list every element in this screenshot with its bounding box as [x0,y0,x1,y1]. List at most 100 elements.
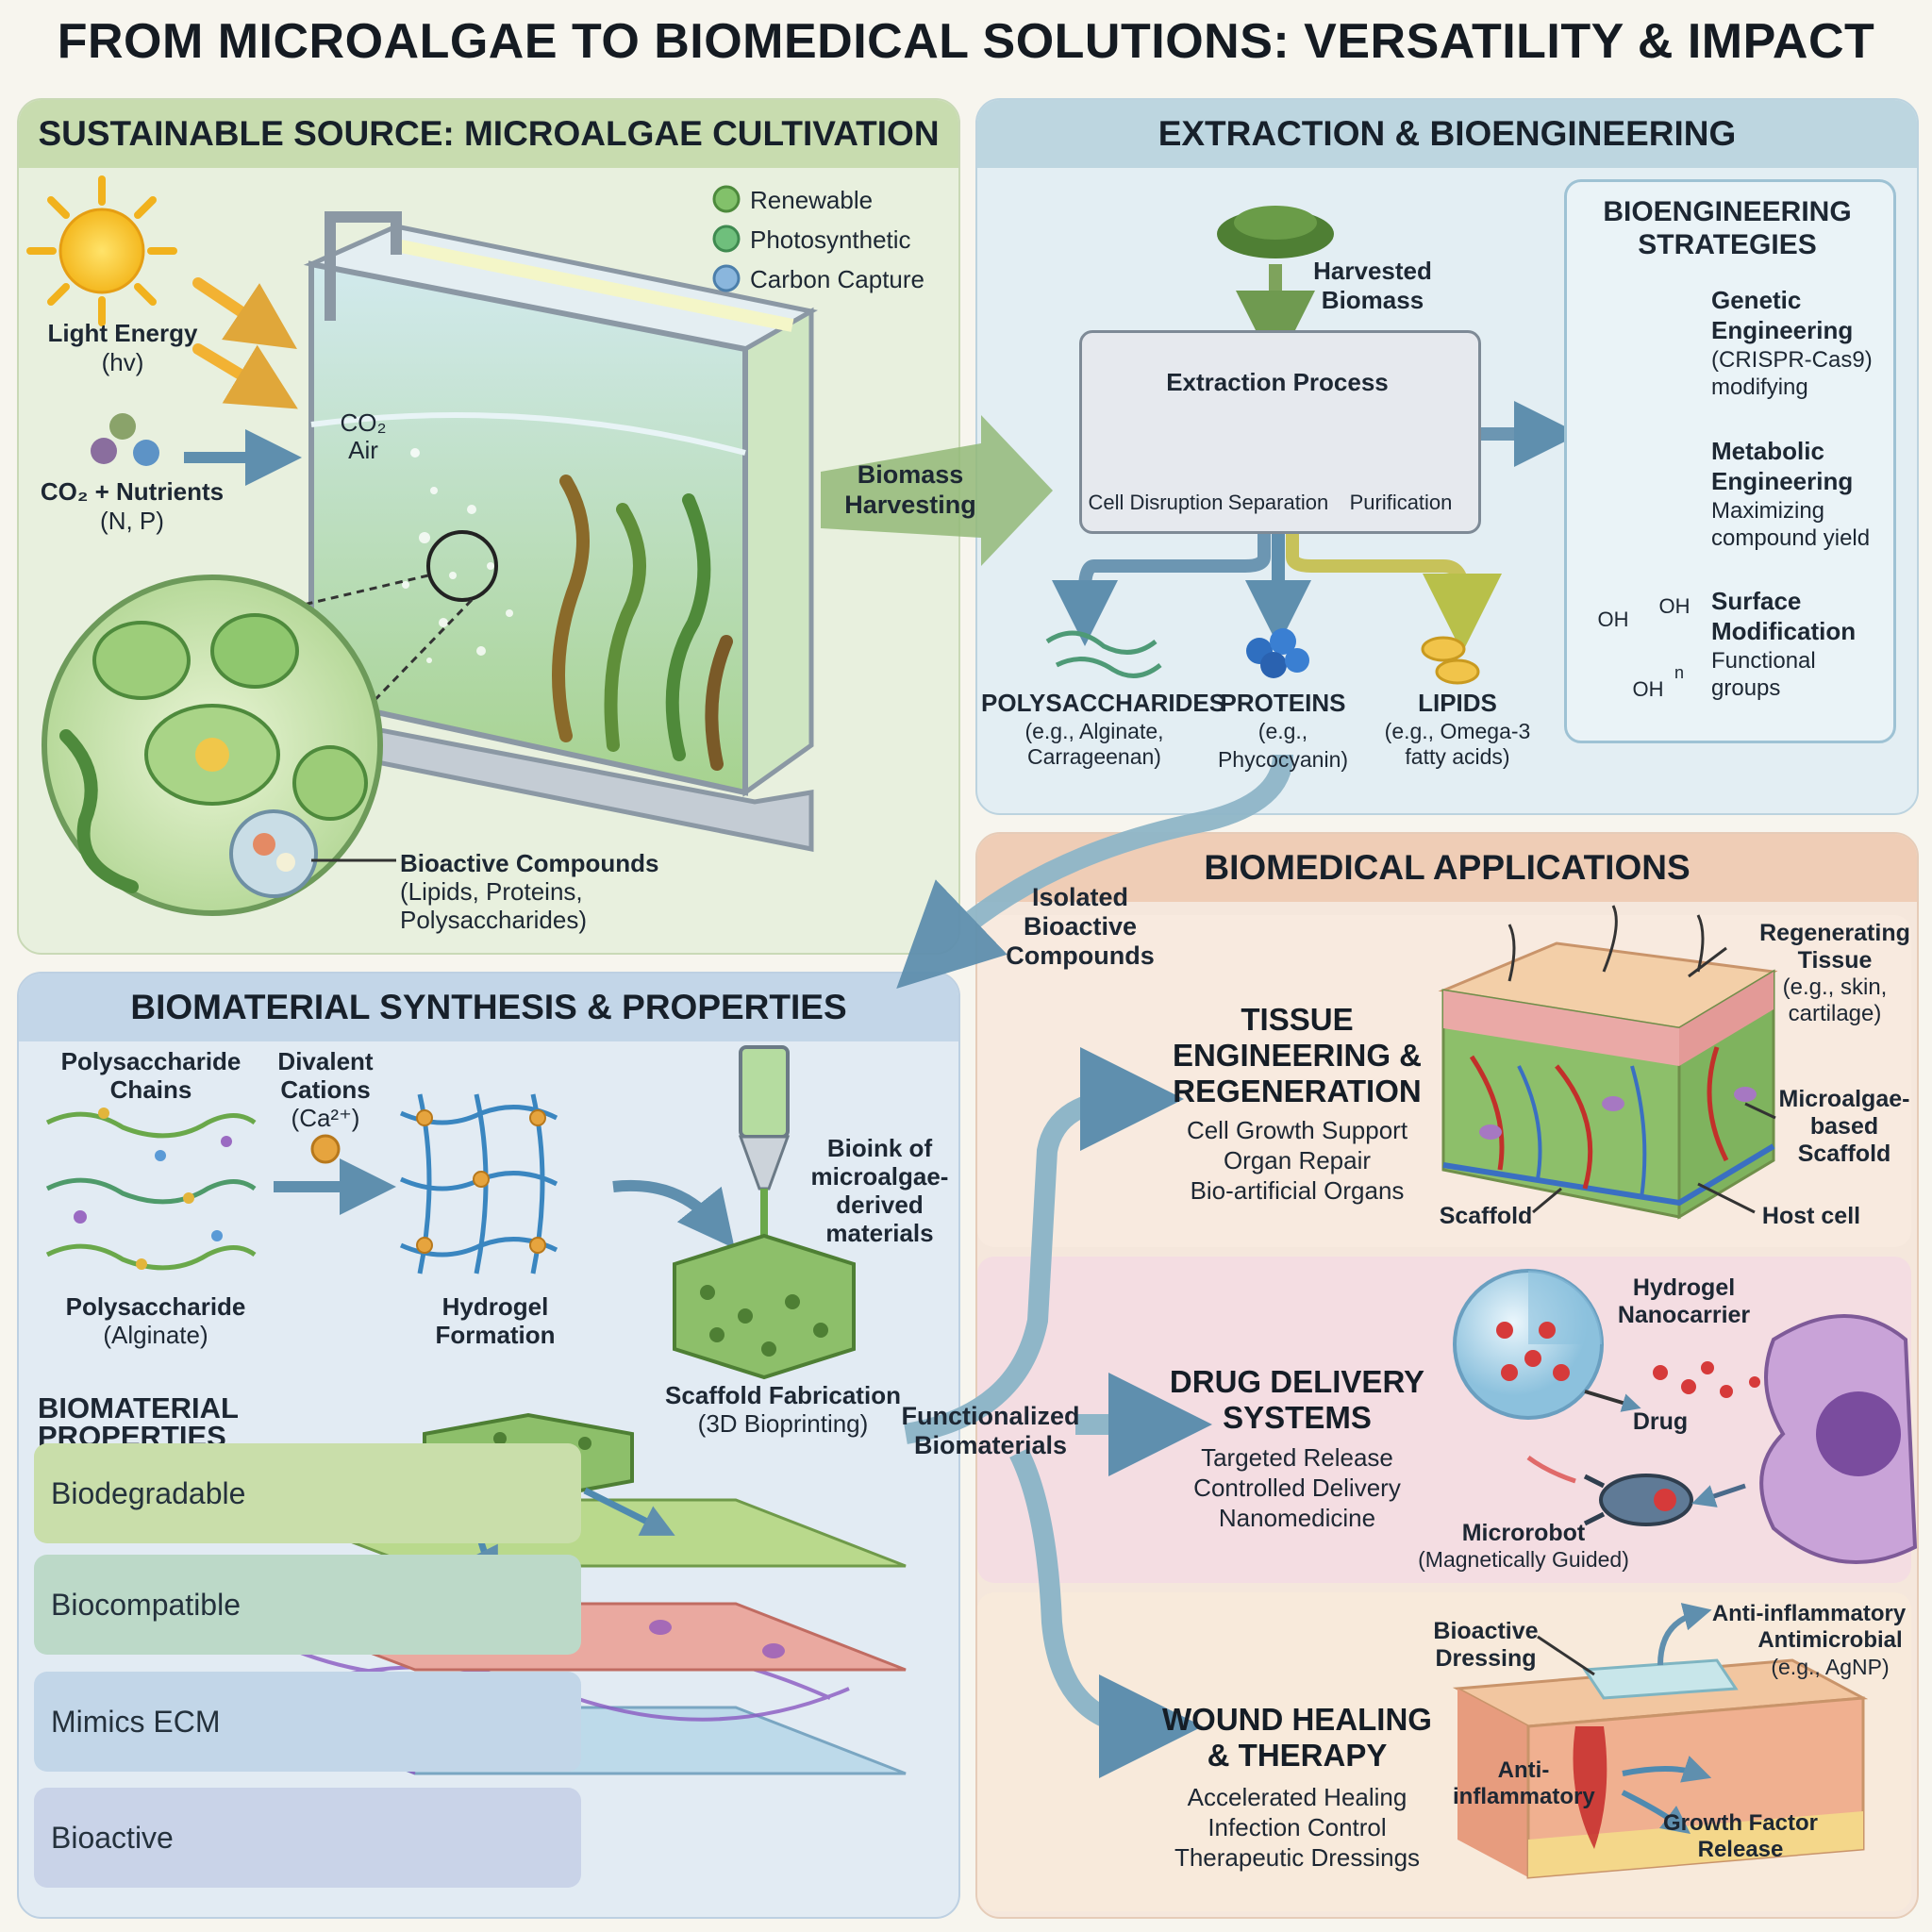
scaffold-fabrication-label: Scaffold Fabrication [665,1381,901,1409]
strategies-title-line1: BIOENGINEERING [1603,196,1852,227]
cations-label-2: Cations [280,1075,371,1104]
strategy-metabolic-t2: Engineering [1711,467,1854,495]
bioengineering-strategies-box [1564,179,1896,743]
harvested-biomass-line2: Biomass [1321,286,1424,314]
light-energy-symbol: (hv) [101,348,144,376]
panel-header-synthesis: BIOMATERIAL SYNTHESIS & PROPERTIES [19,974,958,1041]
legend-photosynthetic: Photosynthetic [750,225,911,254]
ms-scaffold-line2: based [1809,1113,1879,1140]
biomass-harvesting-line1: Biomass [857,460,964,489]
dressing-line2: Dressing [1435,1645,1537,1672]
product-lipids-sub1: (e.g., Omega-3 [1384,719,1531,743]
microrobot-label: Microrobot [1461,1520,1586,1546]
arrow-to-tissue [904,1047,1184,1444]
property-mimics-ecm: Mimics ECM [34,1672,581,1772]
product-polysaccharides-sub1: (e.g., Alginate, [1024,719,1164,743]
arrow-to-wound [1009,1448,1203,1778]
fork-arrow-lipids [1286,533,1502,653]
functionalized-line1: Functionalized [901,1402,1080,1430]
sun-icon [26,175,177,326]
host-cell-label: Host cell [1761,1203,1861,1229]
microrobot-icon [1526,1455,1693,1526]
ms-scaffold-line1: Microalgae- [1778,1086,1910,1112]
cations-label-1: Divalent [277,1047,374,1075]
drug-title-1: DRUG DELIVERY [1169,1364,1425,1399]
dressing-pointer [1537,1635,1595,1676]
isolated-line2: Bioactive [1023,912,1138,941]
oh-label-right: OH [1658,594,1690,618]
legend-dot-carbon [712,264,741,292]
strategy-metabolic-d1: Maximizing [1711,498,1825,524]
light-energy-label: Light Energy [47,319,198,347]
harvested-biomass-line1: Harvested [1313,257,1432,285]
bioactive-compounds-sub1: (Lipids, Proteins, [400,877,583,906]
hydrogel-formation-label: Formation [435,1321,556,1349]
tissue-title-2: ENGINEERING & [1172,1038,1423,1073]
product-lipids-sub2: fatty acids) [1405,744,1510,769]
alginate-label: (Alginate) [103,1321,208,1349]
isolated-line1: Isolated [1031,883,1129,911]
bioink-line3: derived [836,1191,924,1219]
strategy-genetic-t1: Genetic [1711,286,1802,314]
scaffold-bottom-pointer [1532,1187,1562,1214]
oh-label-left: OH [1597,608,1629,631]
oh-label-bottom: OH [1632,677,1664,701]
polysaccharides-icon [1045,630,1162,678]
light-arrows [192,277,298,409]
product-proteins: PROTEINS [1220,689,1346,717]
growth-line1: Growth Factor [1662,1810,1818,1836]
host-cell-pointer [1697,1182,1756,1214]
strategy-surface-t2: Modification [1711,617,1857,645]
page-title: FROM MICROALGAE TO BIOMEDICAL SOLUTIONS:… [57,14,1875,69]
chains-label-1: Polysaccharide [60,1047,242,1075]
property-biocompatible: Biocompatible [34,1555,581,1655]
cations-label-3: (Ca²⁺) [291,1104,360,1132]
co2-label: CO₂ [340,408,387,437]
functionalized-line2: Biomaterials [913,1431,1068,1459]
printing-arrow [612,1179,735,1249]
regen-line1: Regenerating [1759,920,1910,946]
photobioreactor-icon [275,211,818,853]
strategy-genetic-d1: (CRISPR-Cas9) [1711,347,1873,373]
drug-item-1: Targeted Release [1201,1443,1393,1472]
anti-inflammatory-arrow [1657,1603,1712,1666]
proteins-icon [1246,628,1309,678]
legend-dot-photosynthetic [712,225,741,253]
scaffold-block-icon [673,1233,856,1380]
drug-label: Drug [1632,1408,1689,1435]
property-biodegradable: Biodegradable [34,1443,581,1543]
wound-item-2: Infection Control [1208,1813,1387,1841]
strategy-metabolic-t1: Metabolic [1711,437,1824,465]
wound-item-1: Accelerated Healing [1187,1783,1407,1811]
tissue-block-icon [1438,905,1778,1220]
lipids-icon [1421,636,1480,685]
tissue-item-3: Bio-artificial Organs [1190,1176,1405,1205]
ms-scaffold-line3: Scaffold [1797,1141,1891,1167]
scaffold-label: Scaffold [1439,1203,1533,1229]
product-polysaccharides-sub2: Carrageenan) [1027,744,1161,769]
anti-left-line1: Anti- [1497,1757,1550,1783]
wound-title-1: WOUND HEALING [1162,1702,1432,1737]
regen-line2: Tissue [1797,947,1873,974]
strategy-surface-d1: Functional [1711,648,1816,674]
microrobot-sub: (Magnetically Guided) [1418,1547,1629,1572]
strategy-surface-t1: Surface [1711,587,1802,615]
legend-renewable: Renewable [750,186,874,214]
calcium-ion-icon [310,1134,341,1164]
strategy-surface-d2: groups [1711,675,1781,701]
zoom-line-b [357,598,474,719]
isolated-line3: Compounds [1006,941,1155,970]
panel-header-extraction: EXTRACTION & BIOENGINEERING [977,100,1917,168]
agnp-label: (e.g., AgNP) [1771,1655,1890,1679]
drug-release-arrow [1584,1390,1641,1412]
extraction-process-box [1079,330,1481,534]
bioactive-compounds-title: Bioactive Compounds [400,849,659,877]
wound-item-3: Therapeutic Dressings [1174,1843,1421,1872]
drug-particles-icon [1653,1361,1778,1401]
skin-wound-icon [1452,1658,1869,1879]
strategies-title-line2: STRATEGIES [1638,229,1817,260]
polymer-n-label: n [1674,663,1684,682]
drug-item-3: Nanomedicine [1218,1504,1376,1532]
polysaccharide-chains-icon [45,1108,257,1271]
nanocarrier-line1: Hydrogel [1632,1274,1736,1301]
